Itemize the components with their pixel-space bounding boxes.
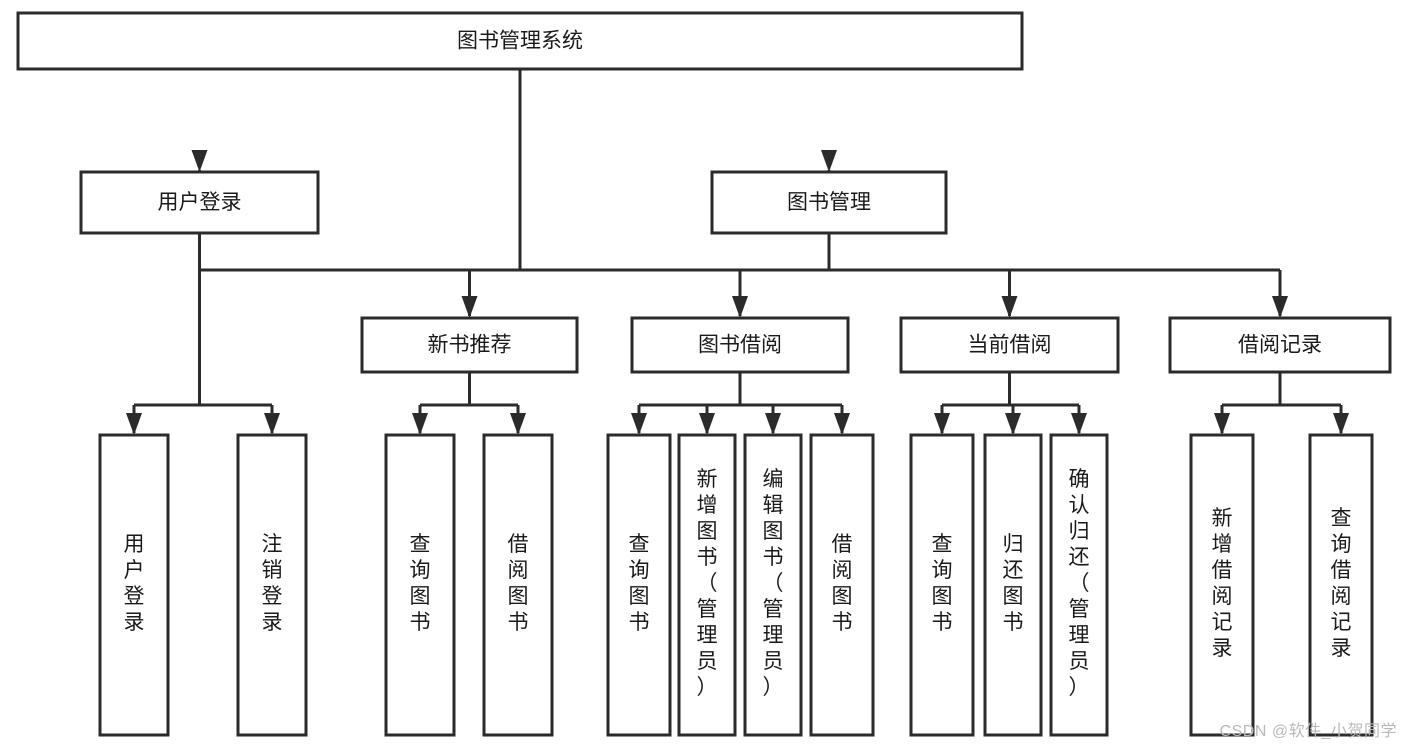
node-label: 用户登录 — [124, 533, 145, 634]
node-label: 用户登录 — [158, 191, 242, 214]
node-确认归还管理员[interactable]: 确认归还（管理员） — [1049, 433, 1109, 737]
node-label: 归还图书 — [1003, 533, 1024, 634]
node-box[interactable] — [1049, 433, 1109, 737]
node-label: 查询图书 — [932, 533, 953, 634]
node-box[interactable] — [16, 11, 1024, 71]
node-新书推荐[interactable]: 新书推荐 — [360, 316, 579, 374]
node-当前借阅[interactable]: 当前借阅 — [899, 316, 1120, 374]
arrow-head-icon — [461, 296, 478, 318]
node-box[interactable] — [983, 433, 1043, 737]
node-用户登录[interactable]: 用户登录 — [79, 170, 320, 235]
node-box[interactable] — [236, 433, 308, 737]
node-label: 图书管理 — [787, 191, 871, 214]
arrow-head-icon — [821, 150, 837, 172]
arrow-head-icon — [834, 413, 850, 435]
node-用户登录[interactable]: 用户登录 — [98, 433, 170, 737]
node-label: 图书管理系统 — [457, 30, 583, 53]
arrow-head-icon — [1005, 413, 1021, 435]
nodes-layer: 图书管理系统用户登录用户登录注销登录图书管理新书推荐查询图书借阅图书图书借阅查询… — [16, 11, 1392, 737]
node-box[interactable] — [360, 316, 579, 374]
node-label: 借阅图书 — [832, 533, 853, 634]
node-查询图书[interactable]: 查询图书 — [606, 433, 672, 737]
arrow-head-icon — [732, 296, 748, 318]
arrow-head-icon — [1333, 413, 1349, 435]
arrow-head-icon — [765, 413, 781, 435]
node-box[interactable] — [384, 433, 456, 737]
node-box[interactable] — [98, 433, 170, 737]
arrow-head-icon — [699, 413, 715, 435]
node-box[interactable] — [79, 170, 320, 235]
arrow-head-icon — [1001, 296, 1018, 318]
arrow-head-icon — [191, 150, 208, 172]
arrow-head-icon — [1071, 413, 1087, 435]
node-借阅记录[interactable]: 借阅记录 — [1168, 316, 1392, 374]
node-借阅图书[interactable]: 借阅图书 — [809, 433, 875, 737]
node-label: 借阅记录 — [1238, 334, 1322, 357]
node-图书管理系统[interactable]: 图书管理系统 — [16, 11, 1024, 71]
arrow-head-icon — [631, 413, 647, 435]
node-box[interactable] — [809, 433, 875, 737]
node-label: 当前借阅 — [968, 334, 1052, 357]
node-label: 查询图书 — [629, 533, 650, 634]
node-编辑图书管理员[interactable]: 编辑图书（管理员） — [743, 433, 803, 737]
node-查询借阅记录[interactable]: 查询借阅记录 — [1308, 433, 1374, 737]
arrow-head-icon — [1272, 296, 1288, 318]
node-label: 查询借阅记录 — [1331, 507, 1352, 660]
node-box[interactable] — [482, 433, 554, 737]
node-label: 图书借阅 — [698, 334, 782, 357]
node-box[interactable] — [630, 316, 850, 374]
node-图书管理[interactable]: 图书管理 — [710, 170, 948, 235]
node-注销登录[interactable]: 注销登录 — [236, 433, 308, 737]
node-查询图书[interactable]: 查询图书 — [384, 433, 456, 737]
node-归还图书[interactable]: 归还图书 — [983, 433, 1043, 737]
arrow-head-icon — [934, 413, 950, 435]
node-box[interactable] — [743, 433, 803, 737]
node-label: 新增图书（管理员） — [697, 468, 718, 699]
node-label: 编辑图书（管理员） — [763, 468, 784, 699]
connectors-layer — [126, 69, 1349, 435]
node-label: 借阅图书 — [508, 533, 529, 634]
node-新增借阅记录[interactable]: 新增借阅记录 — [1189, 433, 1255, 737]
arrow-head-icon — [412, 413, 428, 435]
node-box[interactable] — [1189, 433, 1255, 737]
node-借阅图书[interactable]: 借阅图书 — [482, 433, 554, 737]
node-box[interactable] — [606, 433, 672, 737]
node-box[interactable] — [909, 433, 975, 737]
node-label: 新增借阅记录 — [1212, 507, 1233, 660]
node-label: 查询图书 — [410, 533, 431, 634]
node-查询图书[interactable]: 查询图书 — [909, 433, 975, 737]
node-box[interactable] — [899, 316, 1120, 374]
node-box[interactable] — [710, 170, 948, 235]
node-box[interactable] — [1308, 433, 1374, 737]
node-label: 确认归还（管理员） — [1069, 468, 1090, 699]
arrow-head-icon — [126, 413, 142, 435]
node-label: 新书推荐 — [428, 334, 512, 357]
node-box[interactable] — [1168, 316, 1392, 374]
node-label: 注销登录 — [262, 533, 283, 634]
arrow-head-icon — [1214, 413, 1230, 435]
watermark-text: CSDN @软件_小贺同学 — [1219, 723, 1397, 740]
arrow-head-icon — [510, 413, 526, 435]
arrow-head-icon — [264, 413, 280, 435]
node-box[interactable] — [677, 433, 737, 737]
node-图书借阅[interactable]: 图书借阅 — [630, 316, 850, 374]
node-新增图书管理员[interactable]: 新增图书（管理员） — [677, 433, 737, 737]
